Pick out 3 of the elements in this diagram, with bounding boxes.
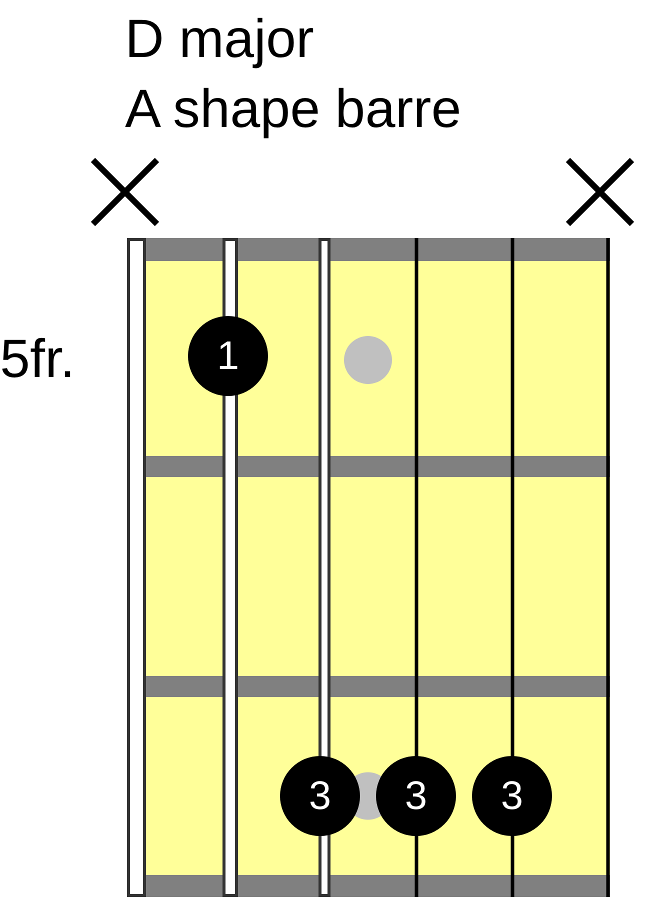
- fret-number: 5fr.: [0, 328, 76, 390]
- chord-title: D major: [125, 8, 314, 70]
- chord-shape-subtitle: A shape barre: [125, 78, 462, 140]
